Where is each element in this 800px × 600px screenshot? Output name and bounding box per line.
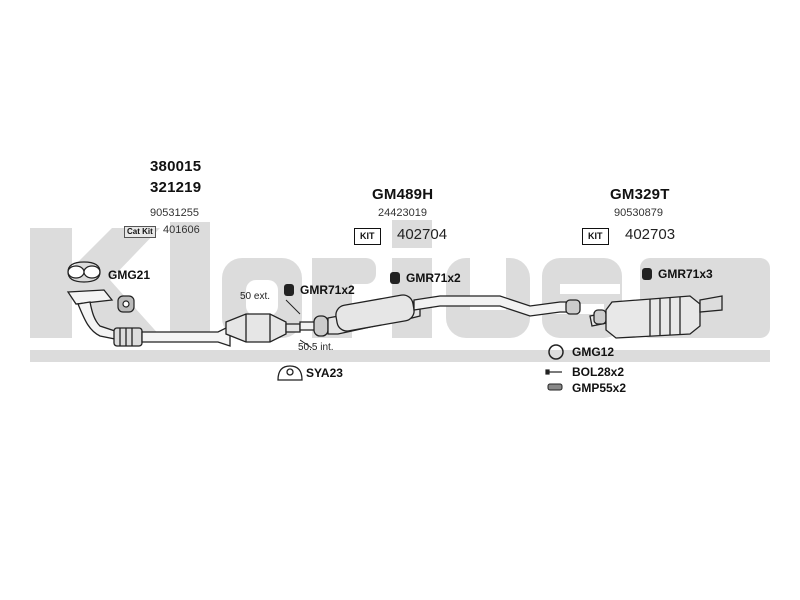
catkit-number: 401606 bbox=[163, 224, 200, 236]
front-oem-number: 90531255 bbox=[150, 207, 199, 219]
middle-part-number: GM489H bbox=[372, 186, 434, 203]
middle-kit-badge: KIT bbox=[354, 228, 381, 245]
front-part-number-b: 321219 bbox=[150, 179, 202, 196]
dimension-ext: 50 ext. bbox=[240, 291, 271, 302]
rear-kit-badge: KIT bbox=[582, 228, 609, 245]
middle-oem-number: 24423019 bbox=[378, 207, 427, 219]
label-gmr-middle: GMR71x2 bbox=[406, 271, 461, 285]
bolt-bol28-icon bbox=[545, 369, 562, 375]
clamp-icons bbox=[284, 268, 652, 296]
bracket-sya23-icon bbox=[277, 365, 303, 381]
catalytic-converter-icon bbox=[225, 313, 301, 343]
rear-kit-number: 402703 bbox=[625, 226, 676, 243]
label-gmp55: GMP55x2 bbox=[572, 381, 627, 395]
rear-oem-number: 90530879 bbox=[614, 207, 663, 219]
label-gmr-rear: GMR71x3 bbox=[658, 267, 713, 281]
rear-silencer-icon bbox=[589, 295, 723, 339]
label-gmr-front: GMR71x2 bbox=[300, 283, 355, 297]
catkit-badge: Cat Kit bbox=[124, 226, 156, 238]
rear-part-number: GM329T bbox=[610, 186, 670, 203]
front-pipe-icon bbox=[66, 289, 231, 347]
front-part-number-a: 380015 bbox=[150, 158, 202, 175]
gasket-gmg21-icon bbox=[67, 261, 101, 283]
gasket-gmg12-icon bbox=[548, 344, 564, 360]
middle-silencer-icon bbox=[299, 294, 581, 337]
spring-gmp55-icon bbox=[547, 383, 563, 391]
label-gmg21: GMG21 bbox=[108, 268, 151, 282]
label-gmg12: GMG12 bbox=[572, 345, 615, 359]
middle-kit-number: 402704 bbox=[397, 226, 448, 243]
label-bol28: BOL28x2 bbox=[572, 365, 625, 379]
rubber-mount-icon bbox=[117, 295, 135, 313]
label-sya23: SYA23 bbox=[306, 366, 343, 380]
dimension-int: 50.5 int. bbox=[298, 342, 334, 353]
